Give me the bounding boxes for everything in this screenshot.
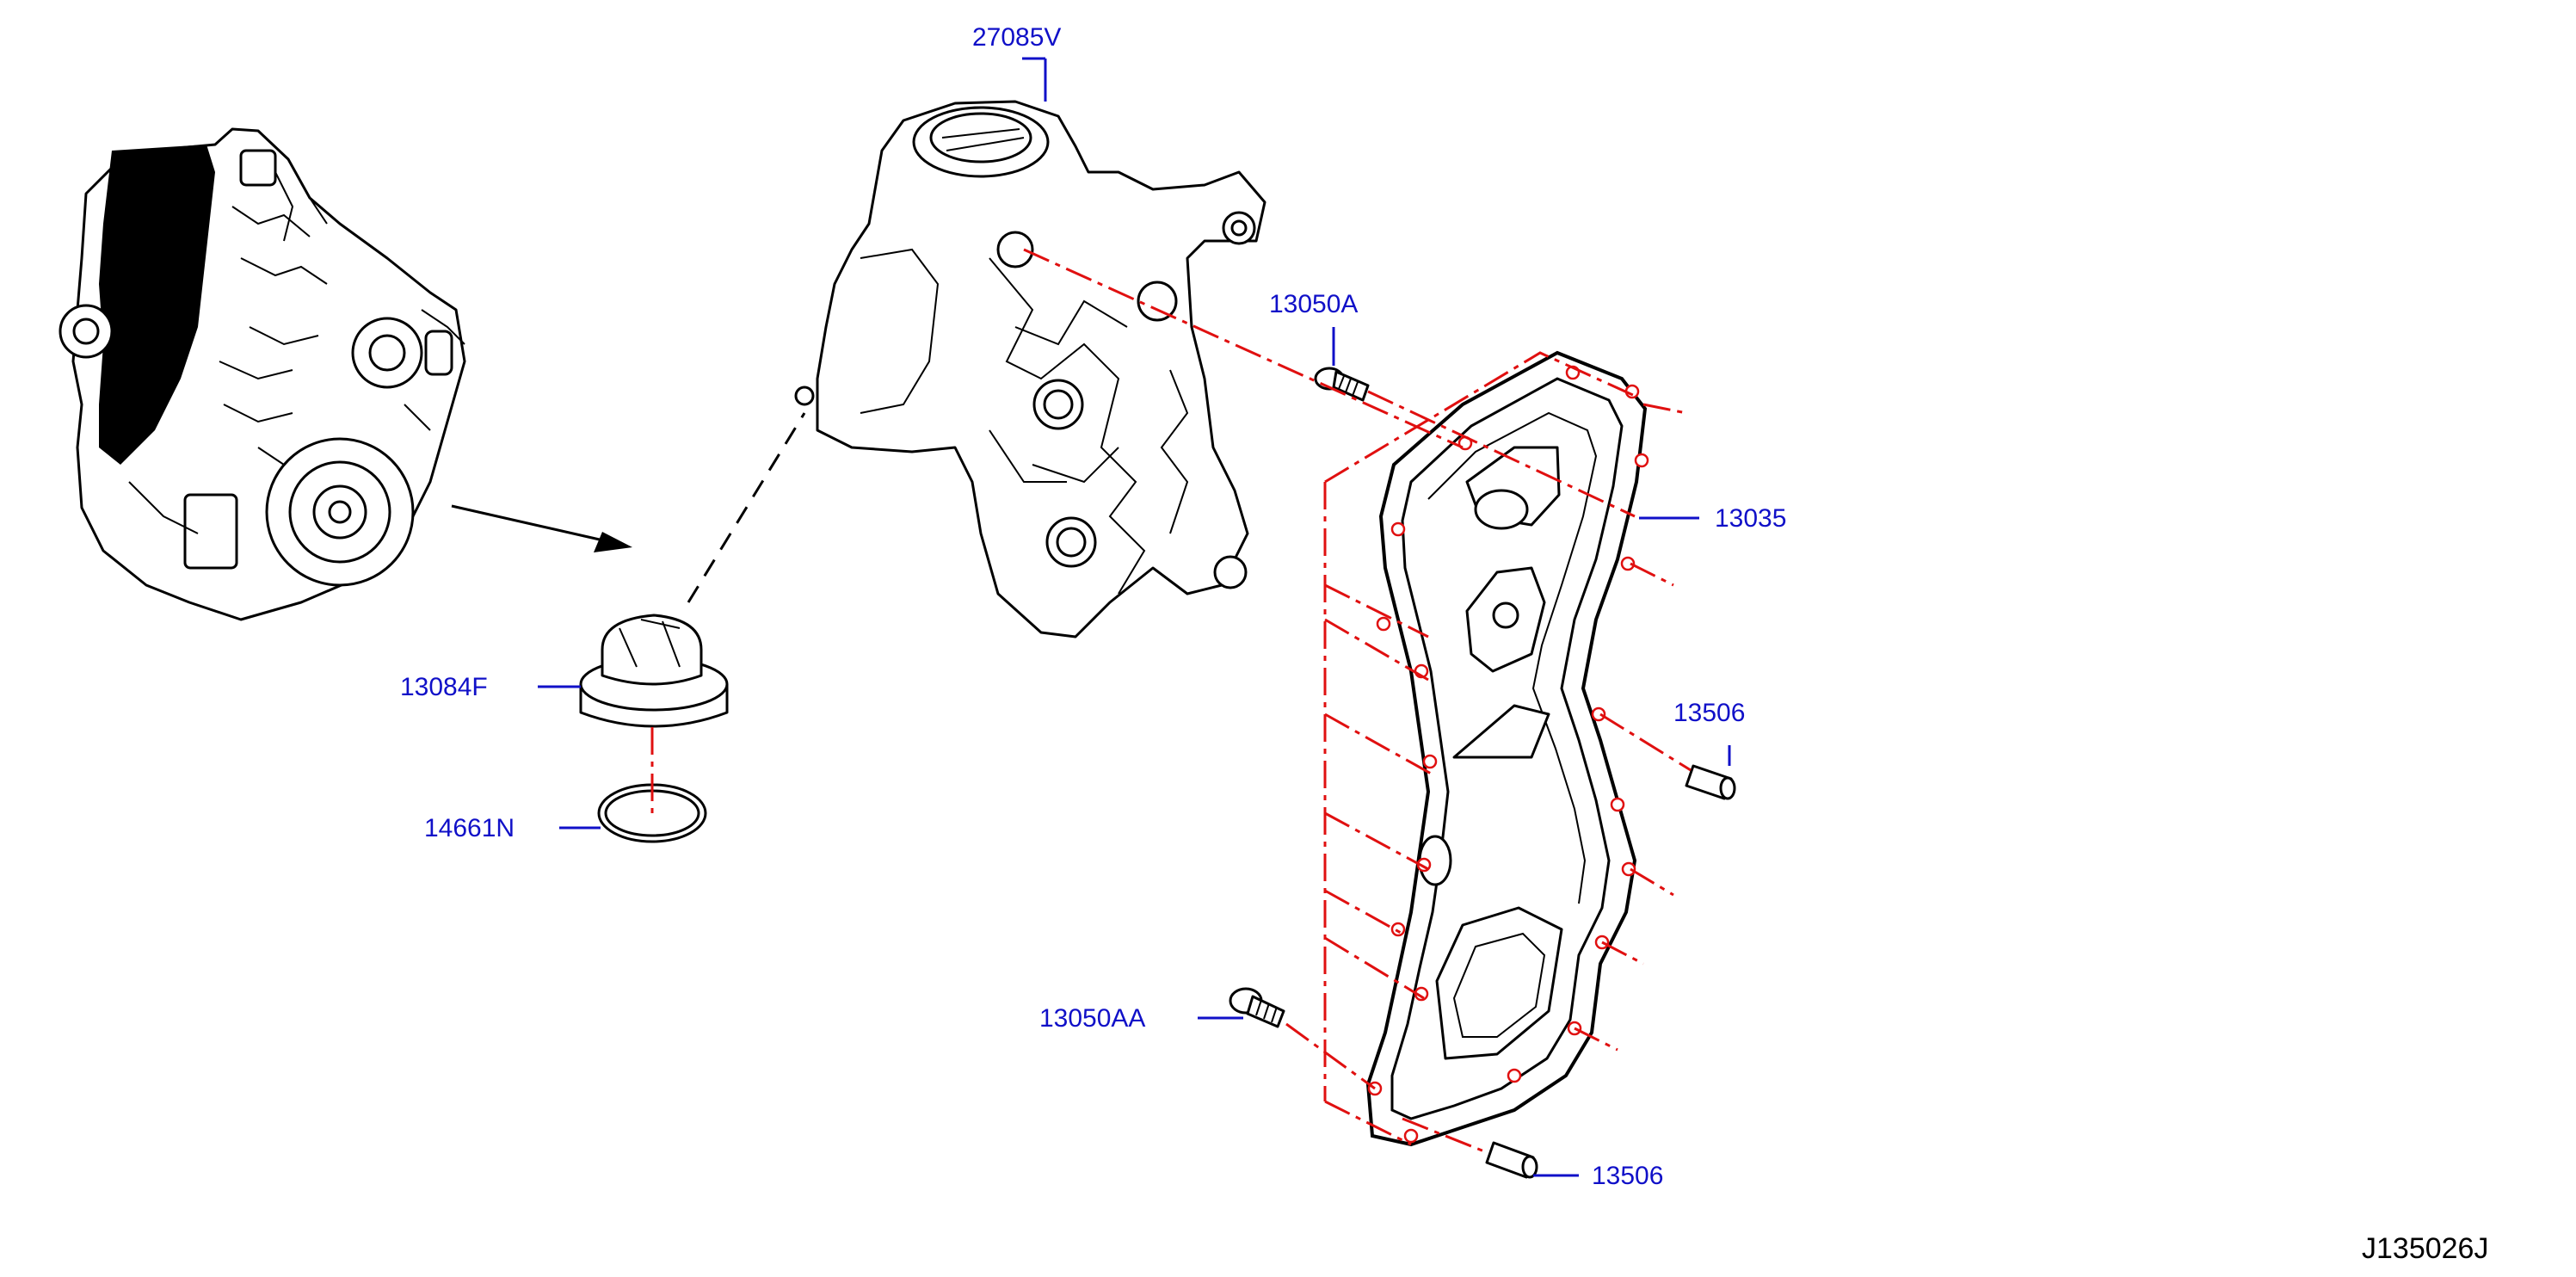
callout-13050AA: 13050AA — [1039, 1004, 1145, 1033]
callout-14661N: 14661N — [424, 814, 515, 842]
gasket-illustration — [1365, 350, 1649, 1147]
oil-cap-location-line — [687, 412, 806, 603]
front-cover-part-illustration — [794, 100, 1266, 638]
direction-arrow — [451, 504, 632, 552]
assembly-guide-lines — [1023, 248, 1692, 1155]
figure-id: J135026J — [2362, 1232, 2488, 1265]
oil-filler-cap-illustration — [579, 614, 729, 728]
engine-assembly-illustration — [59, 127, 466, 621]
dowel-pin-upper-illustration — [1685, 764, 1736, 800]
callout-13050A: 13050A — [1269, 290, 1358, 318]
callout-13035: 13035 — [1715, 504, 1786, 533]
dowel-pin-lower-illustration — [1485, 1141, 1538, 1179]
bolt-13050AA-illustration — [1229, 987, 1285, 1028]
callout-13506-lower: 13506 — [1592, 1162, 1663, 1190]
callout-27085V: 27085V — [972, 23, 1061, 52]
callout-13506-upper: 13506 — [1673, 699, 1745, 727]
callout-leaders — [538, 57, 1731, 1177]
callout-13084F: 13084F — [400, 673, 488, 701]
